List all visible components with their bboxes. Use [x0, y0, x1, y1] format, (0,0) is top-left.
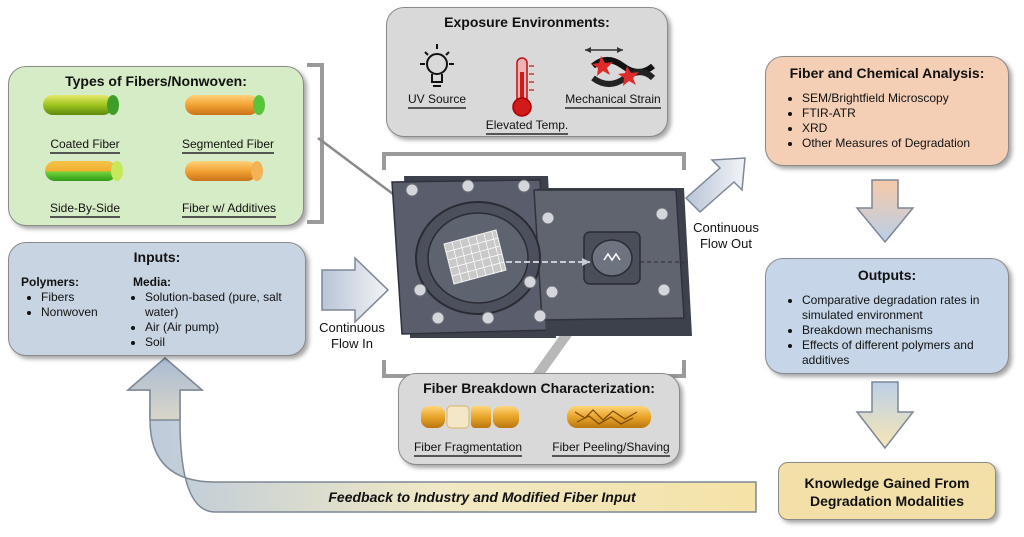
media-heading: Media:: [133, 275, 172, 289]
media-item: Solution-based (pure, salt water): [145, 290, 315, 320]
flow-out-line-2: Flow Out: [699, 236, 752, 251]
side-by-side-label: Side-By-Side: [49, 201, 121, 218]
outputs-title: Outputs:: [857, 267, 917, 283]
exposure-icons: [420, 44, 656, 117]
flow-out-line-1: Continuous: [693, 220, 759, 235]
coated-fiber-illustration: [43, 95, 119, 115]
polymer-item: Fibers: [41, 290, 98, 305]
analysis-item: XRD: [802, 121, 970, 136]
side-by-side-fiber-illustration: [45, 161, 123, 181]
fiber-types-panel: Types of Fibers/Nonwoven: Coated Fiber S…: [8, 66, 304, 226]
uv-source-label: UV Source: [407, 92, 467, 109]
outputs-list: Comparative degradation rates in simulat…: [784, 293, 1012, 368]
media-item: Air (Air pump): [145, 320, 315, 335]
fiber-types-title: Types of Fibers/Nonwoven:: [65, 73, 247, 89]
exposure-title: Exposure Environments:: [444, 14, 610, 30]
knowledge-line-1: Knowledge Gained From: [804, 475, 970, 491]
fragmented-fiber-illustration: [421, 405, 519, 429]
output-item: Effects of different polymers and additi…: [802, 338, 1012, 368]
polymers-list: Fibers Nonwoven: [23, 290, 98, 320]
thermometer-icon: [512, 57, 534, 117]
analysis-list: SEM/Brightfield Microscopy FTIR-ATR XRD …: [784, 91, 970, 151]
inputs-panel: Inputs: Polymers: Fibers Nonwoven Media:…: [8, 242, 306, 356]
flow-in-line-2: Flow In: [331, 336, 373, 351]
fragmentation-label: Fiber Fragmentation: [413, 440, 523, 457]
outputs-panel: Outputs: Comparative degradation rates i…: [765, 258, 1009, 374]
peeling-label: Fiber Peeling/Shaving: [552, 440, 670, 457]
analysis-item: FTIR-ATR: [802, 106, 970, 121]
segmented-fiber-label: Segmented Fiber: [181, 137, 275, 154]
fiber-with-additives-label: Fiber w/ Additives: [181, 201, 277, 218]
analysis-item: SEM/Brightfield Microscopy: [802, 91, 970, 106]
media-list: Solution-based (pure, salt water) Air (A…: [133, 290, 315, 350]
fiber-with-additives-illustration: [185, 161, 263, 181]
analysis-panel: Fiber and Chemical Analysis: SEM/Brightf…: [765, 56, 1009, 166]
output-item: Breakdown mechanisms: [802, 323, 1012, 338]
fiber-illustrations: [43, 95, 265, 181]
breakdown-title: Fiber Breakdown Characterization:: [423, 380, 655, 396]
knowledge-panel: Knowledge Gained From Degradation Modali…: [778, 462, 996, 520]
coated-fiber-label: Coated Fiber: [50, 137, 120, 154]
breakdown-panel: Fiber Breakdown Characterization: Fiber …: [398, 373, 680, 465]
knowledge-line-2: Degradation Modalities: [809, 493, 965, 509]
polymers-heading: Polymers:: [21, 275, 80, 289]
analysis-title: Fiber and Chemical Analysis:: [789, 65, 985, 81]
inputs-title: Inputs:: [133, 249, 181, 265]
flow-in-line-1: Continuous: [319, 320, 385, 335]
breakdown-illustrations: [421, 405, 651, 429]
uv-bulb-icon: [420, 44, 454, 87]
feedback-label: Feedback to Industry and Modified Fiber …: [328, 489, 636, 505]
mechanical-strain-icon: [585, 47, 656, 87]
media-item: Soil: [145, 335, 315, 350]
polymer-item: Nonwoven: [41, 305, 98, 320]
mechanical-strain-label: Mechanical Strain: [565, 92, 661, 109]
elevated-temp-label: Elevated Temp.: [485, 118, 569, 135]
segmented-fiber-illustration: [185, 95, 265, 115]
peeling-fiber-illustration: [567, 406, 651, 428]
output-item: Comparative degradation rates in simulat…: [802, 293, 1012, 323]
fiber-sample-mesh: [443, 229, 507, 285]
exposure-panel: Exposure Environments:: [386, 7, 668, 137]
analysis-item: Other Measures of Degradation: [802, 136, 970, 151]
